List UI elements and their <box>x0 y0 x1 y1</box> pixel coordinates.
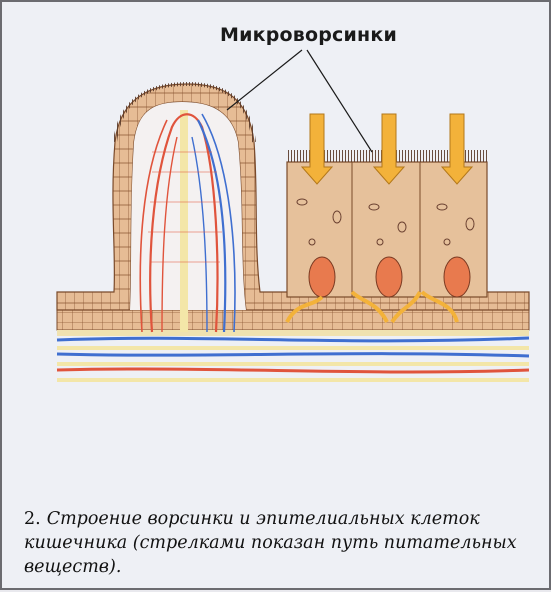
caption-text: Строение ворсинки и эпителиальных клеток… <box>24 509 517 577</box>
caption-number: 2. <box>24 509 41 529</box>
figure-caption: 2.Строение ворсинки и эпителиальных клет… <box>24 507 539 579</box>
label-microvilli: Микроворсинки <box>220 24 397 46</box>
